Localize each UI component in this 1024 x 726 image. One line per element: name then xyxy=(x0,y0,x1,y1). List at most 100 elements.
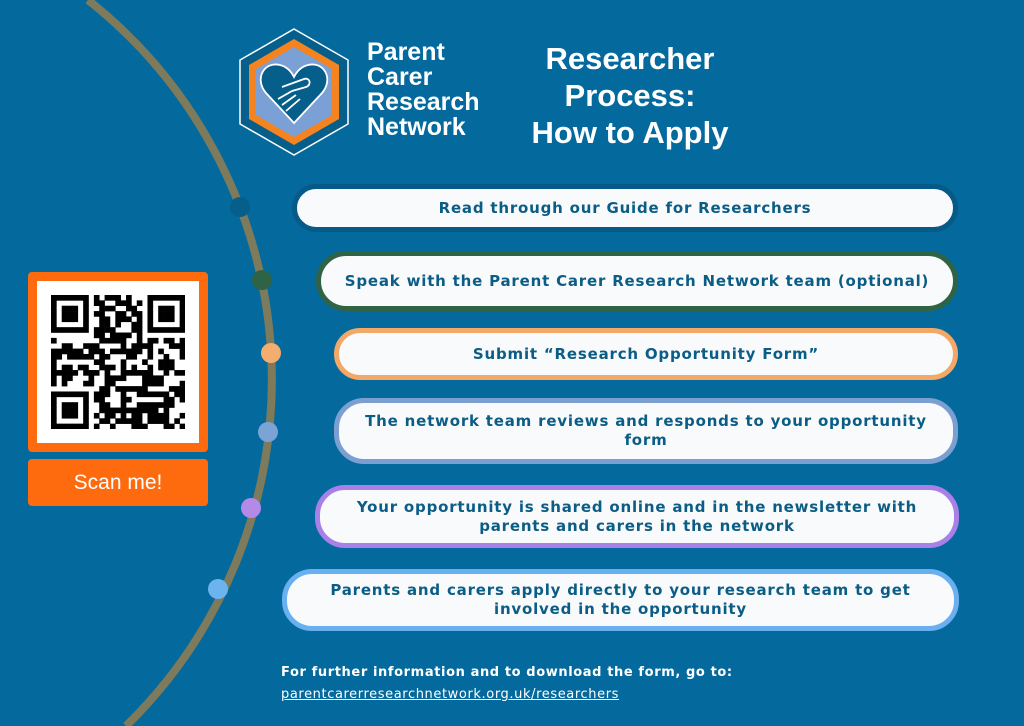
qr-module xyxy=(67,407,73,414)
qr-module xyxy=(93,300,100,307)
qr-module xyxy=(147,305,154,312)
qr-module xyxy=(136,412,143,419)
qr-module xyxy=(147,327,154,333)
qr-module xyxy=(72,295,79,301)
qr-module xyxy=(115,316,121,323)
qr-module xyxy=(179,423,185,429)
qr-module xyxy=(152,407,159,414)
qr-module xyxy=(104,316,111,323)
qr-module xyxy=(131,343,138,349)
qr-module xyxy=(163,359,170,365)
footer-link[interactable]: parentcarerresearchnetwork.org.uk/resear… xyxy=(281,687,620,702)
qr-module xyxy=(147,402,154,408)
qr-module xyxy=(67,370,73,376)
qr-module xyxy=(126,353,132,360)
qr-module xyxy=(99,300,105,307)
qr-module xyxy=(51,364,57,371)
qr-module xyxy=(99,353,105,360)
qr-module xyxy=(179,380,185,387)
qr-module xyxy=(131,327,138,333)
qr-module xyxy=(67,412,73,419)
qr-module xyxy=(147,370,154,376)
qr-module xyxy=(93,412,100,419)
qr-module xyxy=(142,370,148,376)
qr-module xyxy=(109,407,116,414)
title-line: Researcher xyxy=(545,41,715,76)
qr-module xyxy=(93,348,100,355)
qr-module xyxy=(131,407,138,414)
qr-module xyxy=(115,337,121,344)
qr-module xyxy=(152,327,159,333)
timeline-dot-3 xyxy=(261,343,281,363)
qr-module xyxy=(99,305,105,312)
qr-module xyxy=(168,337,175,344)
qr-code-icon[interactable] xyxy=(51,295,185,429)
qr-module xyxy=(147,348,154,355)
qr-module xyxy=(179,370,185,376)
qr-module xyxy=(126,348,132,355)
qr-module xyxy=(104,412,111,419)
qr-module xyxy=(147,311,154,317)
qr-module xyxy=(51,327,57,333)
qr-module xyxy=(67,295,73,301)
qr-module xyxy=(83,327,89,333)
qr-module xyxy=(163,311,170,317)
qr-module xyxy=(131,321,138,328)
qr-module xyxy=(99,418,105,424)
qr-module xyxy=(142,359,148,365)
qr-module xyxy=(147,316,154,323)
qr-module xyxy=(83,418,89,424)
qr-module xyxy=(147,391,154,398)
qr-module xyxy=(115,418,121,424)
qr-module xyxy=(179,305,185,312)
qr-module xyxy=(104,407,111,414)
qr-module xyxy=(51,370,57,376)
qr-module xyxy=(179,337,185,344)
qr-module xyxy=(163,402,170,408)
qr-module xyxy=(99,396,105,403)
qr-module xyxy=(136,321,143,328)
brand-line: Network xyxy=(367,113,466,141)
qr-module xyxy=(136,348,143,355)
qr-module xyxy=(120,391,127,398)
qr-module xyxy=(51,407,57,414)
qr-module xyxy=(120,300,127,307)
qr-module xyxy=(115,332,121,339)
qr-module xyxy=(88,343,95,349)
logo-hexagon-heart-icon xyxy=(239,28,349,156)
qr-module xyxy=(158,391,164,398)
qr-module xyxy=(67,327,73,333)
qr-module xyxy=(120,343,127,349)
qr-module xyxy=(61,311,68,317)
qr-module xyxy=(115,300,121,307)
qr-module xyxy=(104,380,111,387)
qr-module xyxy=(109,412,116,419)
qr-module xyxy=(61,316,68,323)
qr-module xyxy=(126,418,132,424)
qr-module xyxy=(174,391,180,398)
qr-module xyxy=(61,380,68,387)
qr-module xyxy=(99,327,105,333)
qr-module xyxy=(83,396,89,403)
qr-module xyxy=(158,402,164,408)
qr-module xyxy=(51,300,57,307)
qr-module xyxy=(152,295,159,301)
qr-module xyxy=(83,412,89,419)
qr-module xyxy=(163,316,170,323)
qr-module xyxy=(72,327,79,333)
qr-module xyxy=(88,370,95,376)
qr-module xyxy=(179,412,185,419)
step-4: The network team reviews and responds to… xyxy=(334,398,958,464)
qr-module xyxy=(93,295,100,301)
qr-module xyxy=(131,353,138,360)
qr-module xyxy=(120,359,127,365)
qr-module xyxy=(67,353,73,360)
qr-module xyxy=(83,316,89,323)
qr-module xyxy=(99,364,105,371)
qr-module xyxy=(67,391,73,398)
qr-module xyxy=(147,407,154,414)
qr-module xyxy=(120,337,127,344)
qr-module xyxy=(51,380,57,387)
qr-module xyxy=(147,380,154,387)
